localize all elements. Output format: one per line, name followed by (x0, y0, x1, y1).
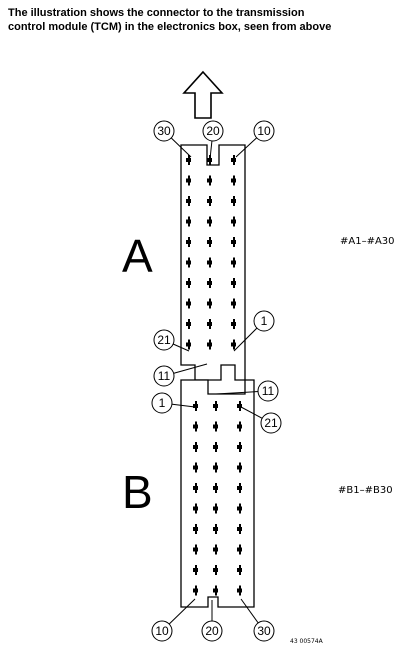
pin-a (186, 298, 191, 309)
block-b-letter: B (122, 466, 153, 518)
pin-b (193, 503, 198, 514)
pin-a (231, 319, 236, 329)
pin-a (207, 196, 212, 206)
pin-a (186, 278, 191, 288)
callout-a-10: 10 (253, 120, 275, 142)
pin-b (213, 585, 218, 596)
pin-a (231, 175, 236, 186)
pin-a (231, 216, 236, 227)
svg-text:21: 21 (157, 333, 171, 347)
caption-line-1: The illustration shows the connector to … (8, 7, 305, 19)
callout-a-1: 1 (253, 310, 275, 332)
pin-b (213, 442, 218, 452)
pin-b (213, 544, 218, 555)
callout-b-11: 11 (257, 380, 279, 402)
callout-b-30: 30 (253, 620, 275, 642)
pin-a (186, 216, 191, 227)
pin-b (213, 565, 218, 575)
pin-b (237, 585, 242, 596)
svg-text:10: 10 (257, 124, 271, 138)
pin-b (213, 462, 218, 473)
pin-b (193, 524, 198, 534)
pin-a (207, 237, 212, 247)
pin-a (231, 237, 236, 247)
pin-a (207, 257, 212, 268)
pin-b (213, 483, 218, 493)
pin-a (231, 278, 236, 288)
pin-b (237, 524, 242, 534)
pin-b (213, 503, 218, 514)
svg-text:30: 30 (157, 124, 171, 138)
svg-text:11: 11 (262, 384, 275, 398)
svg-text:11: 11 (158, 369, 171, 383)
pin-b (193, 544, 198, 555)
svg-text:1: 1 (261, 314, 268, 328)
figure-code: 43 00574A (290, 638, 323, 645)
pin-b (237, 442, 242, 452)
pin-b (237, 544, 242, 555)
pin-b (237, 503, 242, 514)
pin-a (231, 196, 236, 206)
pin-b (193, 483, 198, 493)
pin-b (237, 483, 242, 493)
direction-arrow-icon (182, 70, 224, 119)
pin-b (237, 421, 242, 432)
pin-a (231, 257, 236, 268)
pin-a (207, 319, 212, 329)
pin-b (237, 401, 242, 411)
callout-b-1: 1 (151, 392, 173, 414)
pin-a (207, 278, 212, 288)
callout-a-20: 20 (202, 120, 224, 142)
pin-a (207, 298, 212, 309)
callout-b-10: 10 (151, 620, 173, 642)
svg-text:21: 21 (264, 416, 278, 430)
svg-text:20: 20 (205, 624, 219, 638)
pin-a (231, 155, 236, 165)
pin-a (186, 175, 191, 186)
pin-b (237, 565, 242, 575)
svg-text:1: 1 (159, 396, 166, 410)
svg-text:20: 20 (206, 124, 220, 138)
pin-b (193, 401, 198, 411)
callout-a-11: 11 (153, 365, 175, 387)
caption-line-2: control module (TCM) in the electronics … (8, 21, 332, 33)
pin-b (213, 401, 218, 411)
svg-text:30: 30 (257, 624, 271, 638)
pin-b (213, 421, 218, 432)
pin-b (193, 421, 198, 432)
callout-b-21: 21 (260, 412, 282, 434)
caption: The illustration shows the connector to … (8, 6, 400, 34)
connector-b-outline (180, 379, 255, 608)
pin-a (231, 298, 236, 309)
svg-text:10: 10 (155, 624, 169, 638)
pin-b (193, 585, 198, 596)
block-a-pin-range: #A1–#A30 (340, 236, 395, 247)
pin-a (186, 319, 191, 329)
callout-b-20: 20 (201, 620, 223, 642)
pin-a (186, 196, 191, 206)
pin-a (207, 175, 212, 186)
pin-b (213, 524, 218, 534)
block-a-letter: A (122, 230, 153, 282)
pin-a (231, 339, 236, 350)
pin-a (207, 155, 212, 165)
pin-a (186, 257, 191, 268)
pin-a (186, 155, 191, 165)
pin-b (193, 462, 198, 473)
pin-b (193, 565, 198, 575)
pin-b (237, 462, 242, 473)
pin-b (193, 442, 198, 452)
callout-a-21: 21 (153, 329, 175, 351)
pin-a (186, 339, 191, 350)
pin-a (207, 216, 212, 227)
pin-a (186, 237, 191, 247)
pin-a (207, 339, 212, 350)
callout-a-30: 30 (153, 120, 175, 142)
block-b-pin-range: #B1–#B30 (338, 485, 393, 496)
